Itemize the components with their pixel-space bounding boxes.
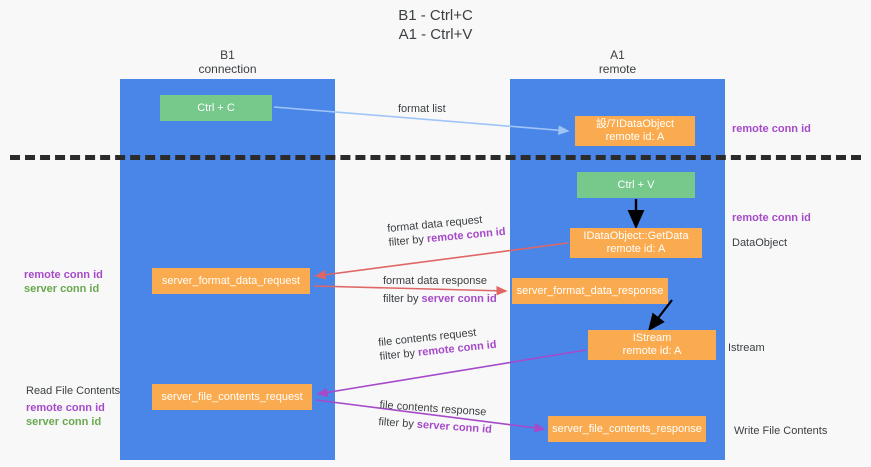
annotation-left-conn-ids-2: remote conn id server conn id bbox=[26, 401, 105, 429]
node-ctrl-c[interactable]: Ctrl + C bbox=[160, 95, 272, 121]
filter-prefix: filter by bbox=[379, 346, 419, 363]
annotation-left-remote-conn-id-2: remote conn id bbox=[26, 402, 105, 414]
edge-label-format-list: format list bbox=[398, 102, 446, 116]
annotation-left-server-conn-id-2: server conn id bbox=[26, 416, 102, 428]
node-istream-line1: IStream bbox=[632, 332, 672, 344]
node-getdata-line2: remote id: A bbox=[606, 243, 666, 255]
node-istream[interactable]: IStream remote id: A bbox=[588, 330, 716, 360]
node-idataobject[interactable]: 設/7IDataObject remote id: A bbox=[575, 116, 695, 146]
edge-label-file-contents-response: file contents response filter by server … bbox=[378, 398, 494, 437]
annotation-remote-conn-id-top: remote conn id bbox=[732, 122, 811, 136]
node-getdata-line1: IDataObject::GetData bbox=[583, 230, 689, 242]
node-server-format-data-request[interactable]: server_format_data_request bbox=[152, 268, 310, 294]
node-ctrl-c-label: Ctrl + C bbox=[197, 101, 235, 114]
annotation-remote-conn-id-top-text: remote conn id bbox=[732, 123, 811, 135]
column-header-b1: B1 connection bbox=[198, 48, 257, 76]
annotation-remote-conn-id-mid: remote conn id bbox=[732, 211, 811, 225]
node-server-file-contents-response-label: server_file_contents_response bbox=[552, 422, 702, 435]
annotation-left-remote-conn-id: remote conn id bbox=[24, 269, 103, 281]
node-ctrl-v[interactable]: Ctrl + V bbox=[577, 172, 695, 198]
node-server-file-contents-request-label: server_file_contents_request bbox=[161, 390, 303, 403]
phase-divider bbox=[10, 155, 861, 160]
edge-label-format-list-text: format list bbox=[398, 103, 446, 115]
filter-key-server-conn-id: server conn id bbox=[421, 293, 497, 305]
edge-label-format-data-request: format data request filter by remote con… bbox=[387, 211, 507, 250]
annotation-read-file-contents: Read File Contents bbox=[26, 385, 121, 397]
diagram-title: B1 - Ctrl+C A1 - Ctrl+V bbox=[398, 7, 473, 43]
annotation-write-file-contents: Write File Contents bbox=[734, 425, 828, 437]
node-istream-line2: remote id: A bbox=[622, 345, 682, 357]
node-server-file-contents-response[interactable]: server_file_contents_response bbox=[548, 416, 706, 442]
node-idataobject-getdata[interactable]: IDataObject::GetData remote id: A bbox=[570, 228, 702, 258]
annotation-remote-conn-id-mid-text: remote conn id bbox=[732, 212, 811, 224]
edge-label-format-data-response-text: format data response bbox=[383, 275, 487, 287]
filter-prefix: filter by bbox=[377, 415, 418, 431]
node-server-format-data-response[interactable]: server_format_data_response bbox=[512, 278, 668, 304]
edge-label-file-contents-request: file contents request filter by remote c… bbox=[378, 324, 498, 364]
edge-label-format-data-response: format data response filter by server co… bbox=[383, 274, 497, 306]
filter-prefix: filter by bbox=[388, 233, 428, 249]
node-idataobject-line1: 設/7IDataObject bbox=[595, 118, 675, 130]
annotation-left-conn-ids: remote conn id server conn id bbox=[24, 268, 103, 296]
node-server-format-data-request-label: server_format_data_request bbox=[161, 274, 301, 287]
node-idataobject-line2: remote id: A bbox=[605, 131, 665, 143]
column-header-a1: A1 remote bbox=[598, 48, 637, 76]
filter-prefix: filter by bbox=[383, 293, 422, 305]
annotation-left-server-conn-id: server conn id bbox=[24, 283, 100, 295]
edge-label-format-data-response-filter: filter by server conn id bbox=[383, 292, 497, 306]
node-server-file-contents-request[interactable]: server_file_contents_request bbox=[152, 384, 312, 410]
filter-key-server-conn-id-2: server conn id bbox=[416, 418, 493, 436]
node-ctrl-v-label: Ctrl + V bbox=[617, 178, 655, 191]
node-server-format-data-response-label: server_format_data_response bbox=[516, 284, 664, 297]
annotation-istream: Istream bbox=[728, 342, 765, 354]
annotation-dataobject: DataObject bbox=[732, 237, 788, 249]
